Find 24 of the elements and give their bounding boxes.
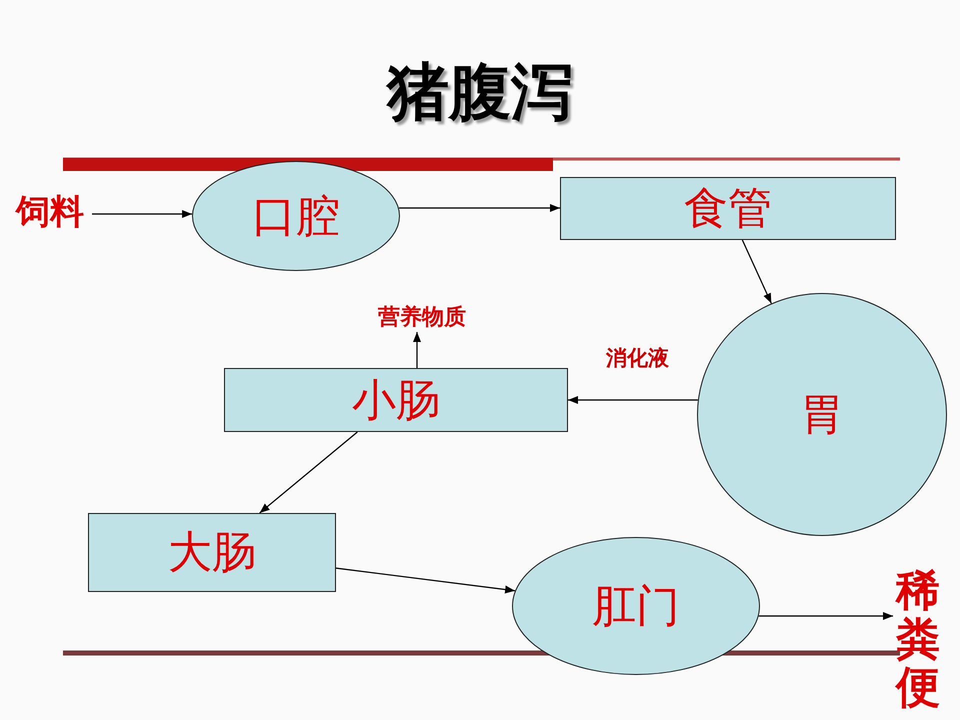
arrow — [92, 210, 192, 218]
arrow — [398, 204, 560, 212]
node-label: 稀粪便 — [896, 567, 940, 713]
arrow — [568, 396, 698, 404]
arrow — [758, 612, 893, 620]
process-box — [560, 177, 896, 240]
node-label: 小肠 — [352, 374, 440, 426]
node-label: 食管 — [684, 183, 772, 235]
ellipse-node — [512, 537, 760, 675]
node-label: 肛门 — [592, 580, 680, 632]
arrow — [259, 432, 358, 514]
process-box — [88, 513, 336, 592]
title: 猪腹泻 — [384, 54, 574, 130]
process-box — [224, 368, 568, 432]
node-label: 胃 — [800, 389, 844, 441]
arrow — [413, 332, 421, 368]
arrow — [742, 240, 772, 304]
ellipse-node — [697, 293, 947, 536]
node-label: 大肠 — [168, 527, 256, 579]
node-label: 饲料 — [16, 193, 84, 233]
ellipse-node — [192, 161, 400, 271]
arrow — [336, 568, 516, 594]
node-label: 口腔 — [252, 190, 340, 242]
node-label: 营养物质 — [378, 303, 466, 331]
